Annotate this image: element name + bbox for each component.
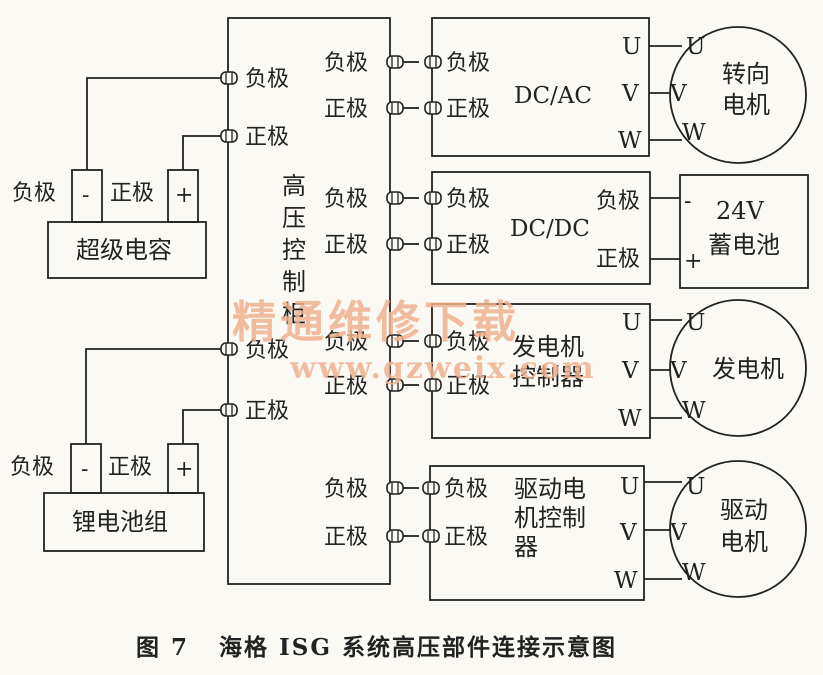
drive-ctrl-name-1: 驱动电 — [514, 475, 586, 503]
battery24-name-2: 蓄电池 — [708, 231, 780, 259]
supercap-pos-wire — [182, 135, 221, 170]
steer-motor-circle — [669, 26, 807, 164]
li-battery-box — [43, 492, 205, 552]
dcdc-out-pos-label: 正极 — [596, 247, 640, 272]
cabinet-right-label-2: 正极 — [324, 97, 368, 122]
drive-motor-phase-w: W — [682, 560, 706, 586]
dcac-phase-v: V — [621, 81, 639, 107]
battery24-neg-symbol: - — [684, 189, 691, 214]
drive-ctrl-phase-w: W — [614, 568, 638, 594]
drive-motor-circle — [669, 460, 807, 598]
dcac-in-neg-label: 负极 — [446, 51, 490, 76]
cabinet-right-label-1: 负极 — [324, 51, 368, 76]
cabinet-right-label-8: 正极 — [324, 525, 368, 550]
cabinet-title-char-5: 柜 — [282, 300, 306, 328]
gen-ctrl-phase-v: V — [621, 358, 639, 384]
battery24-box — [679, 174, 809, 289]
figure-caption: 图 7 海格 ISG 系统高压部件连接示意图 — [136, 634, 617, 661]
dcdc-name: DC/DC — [510, 216, 590, 242]
dcdc-in-pos-label: 正极 — [446, 233, 490, 258]
generator-name: 发电机 — [712, 355, 784, 383]
dcac-phase-u: U — [622, 34, 641, 60]
supercap-neg-wire — [86, 77, 221, 170]
li-neg-label: 负极 — [10, 455, 54, 480]
cabinet-right-label-3: 负极 — [324, 187, 368, 212]
cabinet-right-label-7: 负极 — [324, 477, 368, 502]
dcac-in-pos-label: 正极 — [446, 97, 490, 122]
watermark-url: www.gzweix.com — [289, 351, 596, 386]
drive-motor-name-1: 驱动 — [720, 496, 768, 524]
cabinet-left-connectors — [220, 71, 238, 417]
dcac-phase-w: W — [618, 128, 642, 154]
supercap-pos-label: 正极 — [110, 181, 154, 206]
li-neg-symbol: - — [81, 457, 88, 482]
drive-ctrl-in-neg-label: 负极 — [444, 477, 488, 502]
cabinet-title-char-1: 高 — [282, 172, 306, 200]
steer-motor-name-1: 转向 — [722, 60, 770, 88]
cabinet-left-label-2: 正极 — [245, 125, 289, 150]
supercap-neg-symbol: - — [82, 183, 89, 208]
cabinet-title-char-4: 制 — [282, 268, 306, 296]
drive-motor-phase-v: V — [669, 520, 687, 546]
battery24-name-1: 24V — [716, 197, 765, 225]
drive-motor-name-2: 电机 — [720, 528, 768, 556]
generator-phase-v: V — [669, 358, 687, 384]
li-battery-name: 锂电池组 — [72, 508, 168, 536]
li-neg-wire — [85, 348, 221, 444]
drive-ctrl-phase-v: V — [619, 520, 637, 546]
supercap-neg-label: 负极 — [12, 181, 56, 206]
steer-motor-phase-w: W — [682, 120, 706, 146]
generator-phase-u: U — [686, 310, 705, 336]
cabinet-right-label-5: 负极 — [324, 330, 368, 355]
generator-phase-w: W — [682, 398, 706, 424]
dcdc-out-neg-label: 负极 — [596, 189, 640, 214]
gen-ctrl-in-neg-label: 负极 — [446, 330, 490, 355]
dcac-name: DC/AC — [514, 83, 592, 109]
cabinet-left-label-4: 正极 — [245, 399, 289, 424]
gen-ctrl-phase-w: W — [618, 406, 642, 432]
drive-ctrl-in-pos-label: 正极 — [444, 525, 488, 550]
battery24-pos-symbol: + — [684, 249, 702, 274]
gen-ctrl-in-pos-label: 正极 — [446, 374, 490, 399]
steer-motor-phase-v: V — [669, 81, 687, 107]
li-pos-wire — [182, 409, 221, 444]
supercap-box — [47, 221, 207, 279]
cabinet-title-char-3: 控 — [282, 236, 306, 264]
generator-circle — [669, 299, 807, 437]
gen-ctrl-box — [431, 303, 651, 439]
cabinet-title-char-2: 压 — [282, 204, 306, 232]
drive-motor-phase-u: U — [686, 474, 705, 500]
cabinet-right-label-6: 正极 — [324, 374, 368, 399]
steer-motor-phase-u: U — [686, 34, 705, 60]
drive-ctrl-name-3: 器 — [514, 533, 538, 561]
drive-ctrl-phase-u: U — [620, 474, 639, 500]
gen-ctrl-name-1: 发电机 — [512, 333, 584, 361]
cabinet-right-label-4: 正极 — [324, 233, 368, 258]
gen-ctrl-phase-u: U — [622, 310, 641, 336]
dcdc-box — [431, 171, 651, 285]
dcac-box — [431, 17, 650, 157]
gen-ctrl-name-2: 控制器 — [512, 363, 584, 391]
dcdc-in-neg-label: 负极 — [446, 187, 490, 212]
supercap-name: 超级电容 — [76, 236, 172, 264]
steer-motor-name-2: 电机 — [722, 91, 770, 119]
cabinet-left-label-3: 负极 — [245, 338, 289, 363]
cabinet-left-label-1: 负极 — [245, 67, 289, 92]
hv-cabinet-box — [227, 17, 391, 585]
drive-ctrl-name-2: 机控制 — [514, 504, 586, 532]
watermark-text: 精通维修下载 — [232, 297, 520, 348]
li-pos-label: 正极 — [108, 455, 152, 480]
supercap-pos-symbol: + — [175, 183, 193, 208]
li-pos-symbol: + — [175, 457, 193, 482]
